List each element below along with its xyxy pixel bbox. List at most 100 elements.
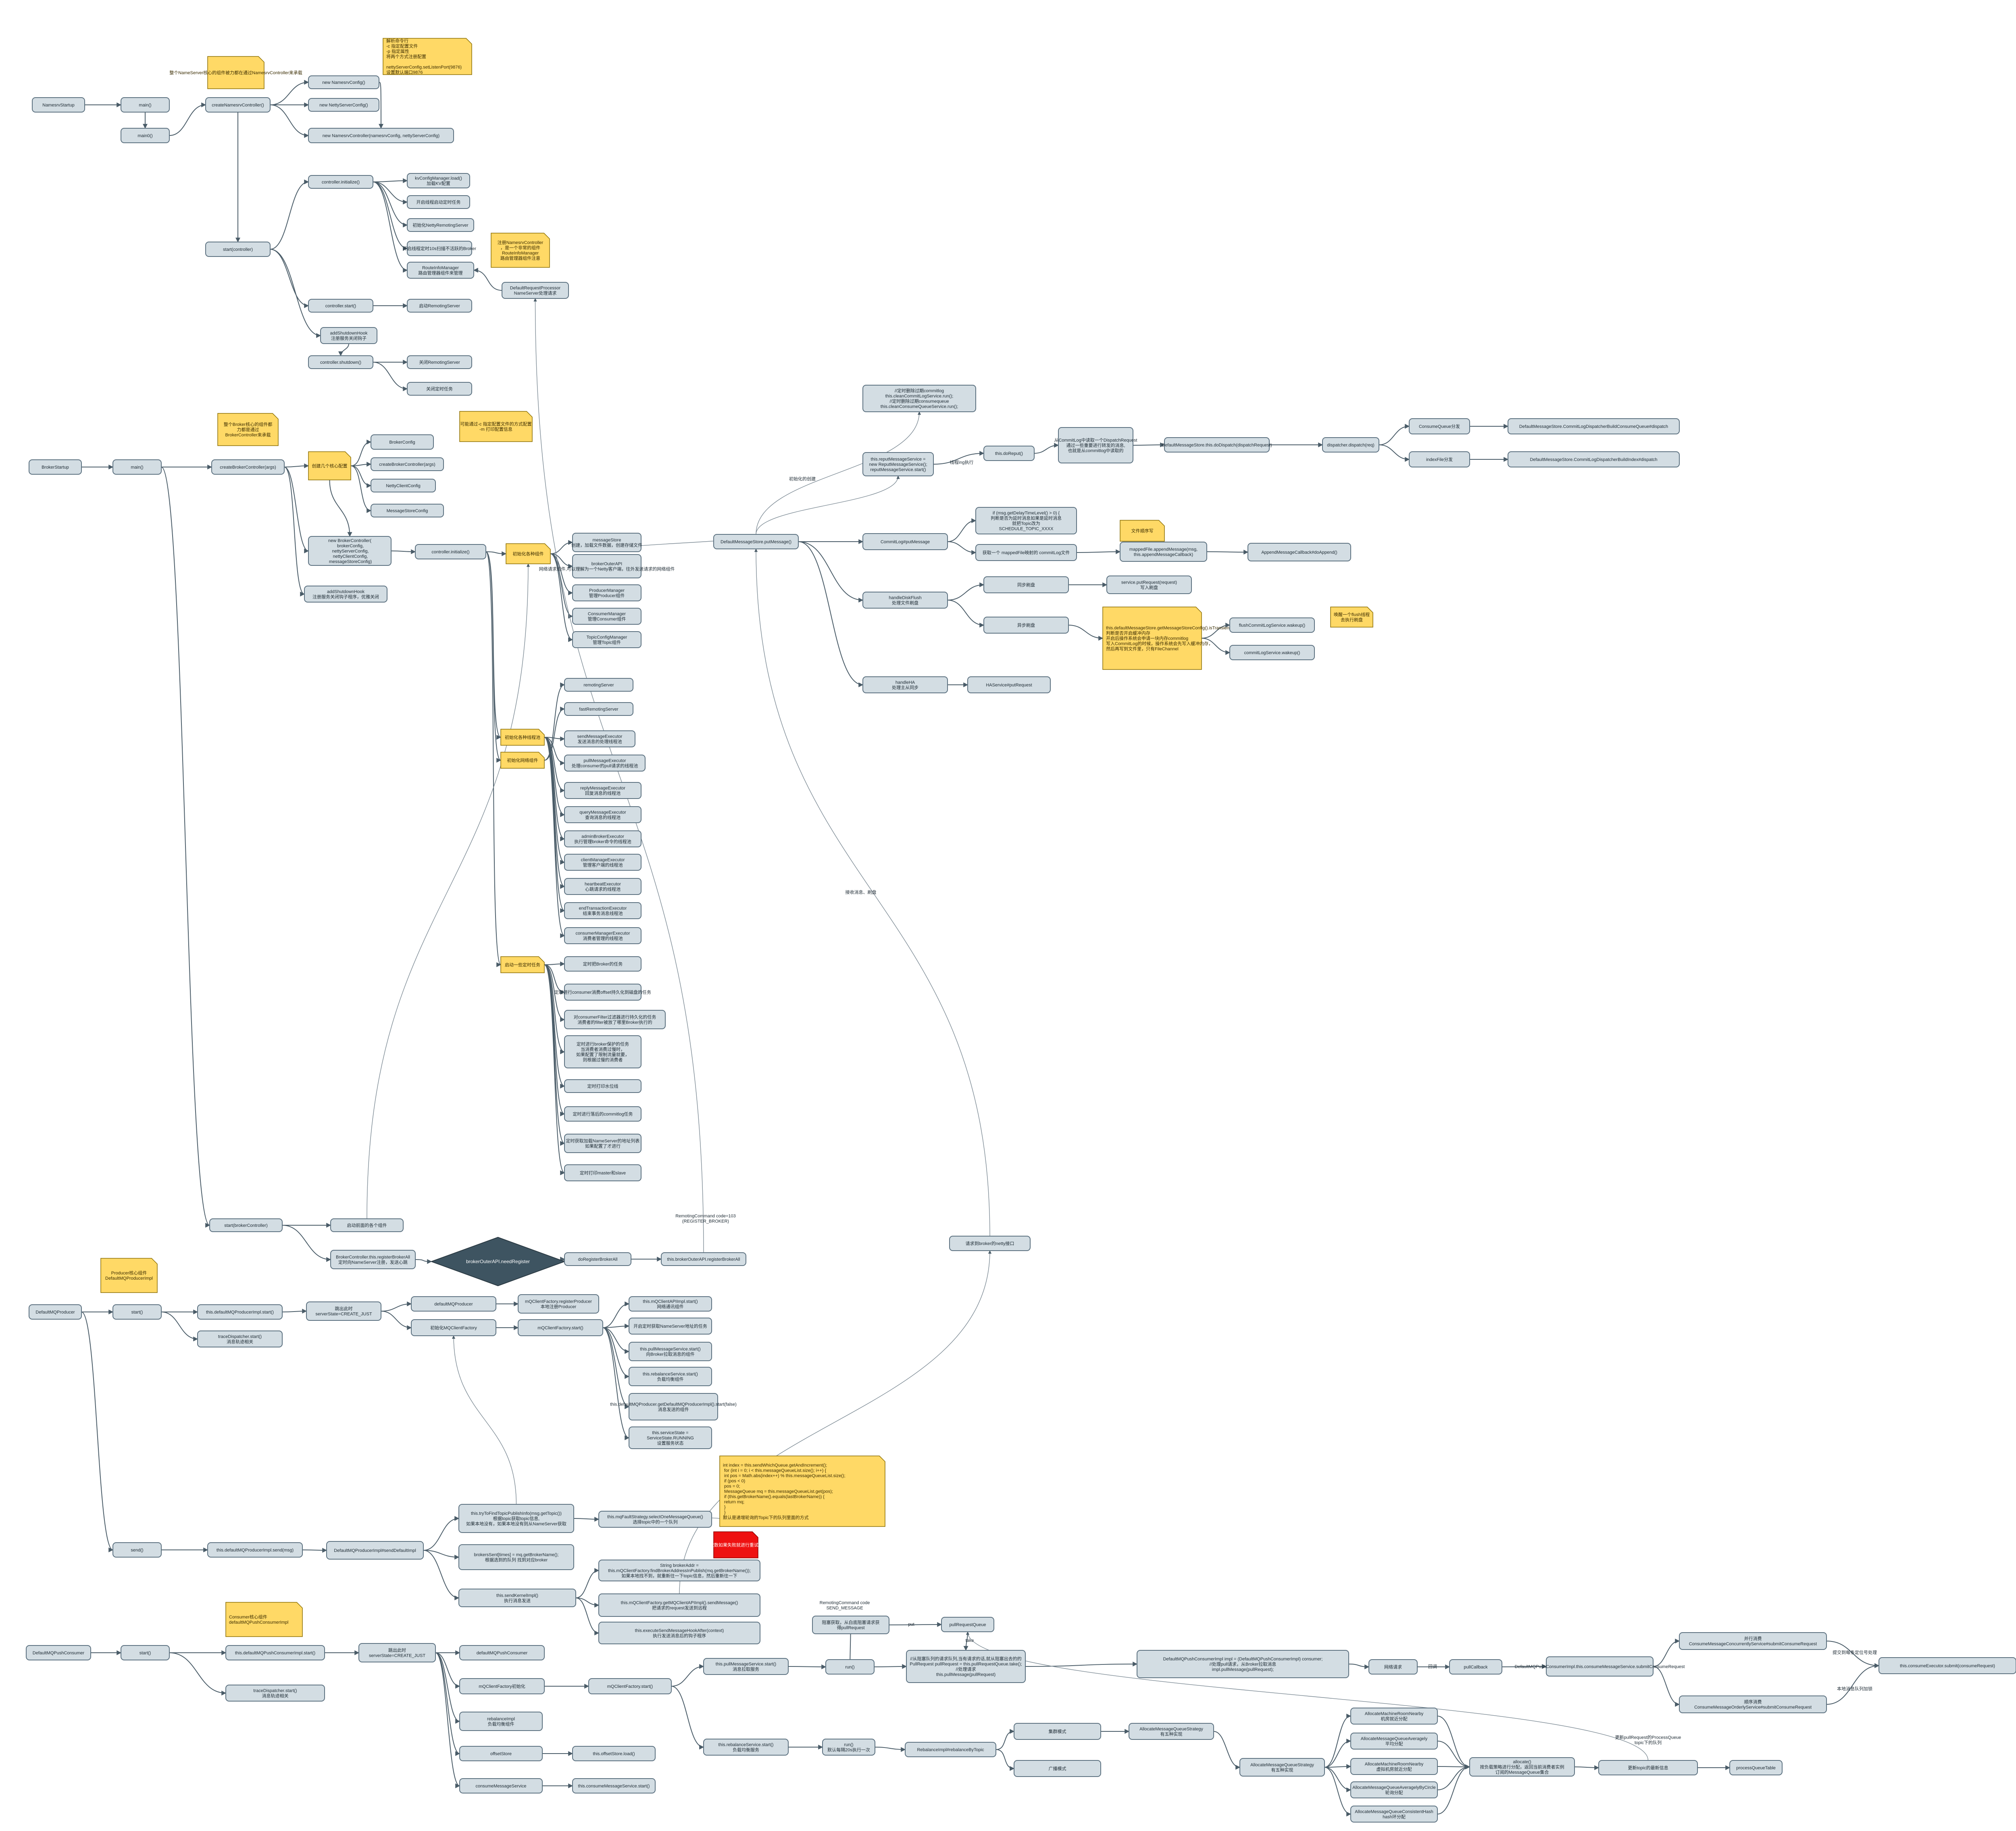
node-co-prq[interactable]: pullRequestQueue — [941, 1617, 994, 1632]
node-br-startb[interactable]: start(brokerController) — [209, 1218, 283, 1232]
node-ns-startup[interactable]: NamesrvStartup — [32, 97, 85, 113]
node-pr-api[interactable]: this.mQClientAPIImpl.start()网络通讯组件 — [629, 1296, 712, 1312]
node-br-t6[interactable]: 定时进行落后的commitlog任务 — [564, 1106, 641, 1122]
node-br-ncc[interactable]: NettyClientConfig — [371, 479, 436, 492]
node-pr-hook[interactable]: this.executeSendMessageHookAfter(context… — [598, 1622, 760, 1644]
node-co-rebal-start[interactable]: this.rebalanceService.start()负载均衡服务 — [703, 1739, 789, 1756]
node-pr-cstart[interactable]: mQClientFactory.start() — [518, 1319, 603, 1336]
node-st-commit-wake[interactable]: commitLogService.wakeup() — [1229, 645, 1315, 660]
node-ns-note1[interactable]: 整个NameServer核心的组件被力都在通过NamesrvController… — [169, 56, 302, 89]
node-br-t1[interactable]: 定时把Broker的任务 — [564, 956, 641, 972]
node-pr-send-impl[interactable]: this.defaultMQProducerImpl.send(msg) — [207, 1542, 303, 1558]
node-ns-ctrl-new[interactable]: new NamesrvController(namesrvConfig, net… — [308, 128, 454, 143]
node-co-pullstart[interactable]: this.pullMessageService.start()消息拉取服务 — [703, 1658, 789, 1675]
node-pr-select[interactable]: this.mqFaultStrategy.selectOneMessageQue… — [598, 1511, 712, 1528]
node-br-note2[interactable]: 可能通过-c 指定配置文件的方式配置-m 打印配置信息 — [459, 411, 533, 442]
node-co-rebal-run[interactable]: run()默认每隔20s执行一次 — [822, 1739, 875, 1756]
node-pr-client[interactable]: 初始化MQClientFactory — [411, 1319, 496, 1336]
node-st-async[interactable]: 异步刷盘 — [983, 617, 1069, 634]
node-st-delay[interactable]: if (msg.getDelayTimeLevel() > 0) {判断是否为延… — [975, 507, 1077, 534]
node-ns-main1[interactable]: main() — [121, 97, 170, 113]
node-co-broadcast[interactable]: 广播模式 — [1014, 1760, 1101, 1777]
node-br-frs[interactable]: fastRemotingServer — [564, 702, 633, 716]
node-st-cq[interactable]: ConsumeQueue分发 — [1409, 418, 1470, 434]
node-st-commitlog[interactable]: CommitLog#putMessage — [862, 533, 948, 550]
node-pr-start[interactable]: start() — [112, 1304, 162, 1320]
node-st-wake-note[interactable]: 唤醒一个flush线程去执行刷盘 — [1330, 607, 1373, 628]
node-st-index[interactable]: indexFile分发 — [1409, 451, 1470, 467]
node-co-pullcb[interactable]: pullCallback — [1449, 1659, 1502, 1675]
node-st-sync-req[interactable]: service.putRequest(request)写入刷盘 — [1106, 576, 1192, 594]
node-ns-close-timer[interactable]: 关闭定时任务 — [407, 382, 472, 396]
node-co-impl[interactable]: DefaultMQPushConsumerImpl impl = (Defaul… — [1137, 1650, 1349, 1678]
node-ns-netty[interactable]: new NettyServerConfig() — [308, 98, 379, 112]
node-st-append[interactable]: mappedFile.appendMessage(msg,this.append… — [1120, 542, 1207, 562]
node-ns-create[interactable]: createNamesrvController() — [205, 97, 271, 113]
node-br-bcfg[interactable]: BrokerConfig — [371, 434, 434, 450]
node-st-cq-build[interactable]: DefaultMessageStore.CommitLogDispatcherB… — [1508, 418, 1680, 434]
node-br-t5[interactable]: 定时打印水位线 — [564, 1079, 641, 1093]
node-ns-init[interactable]: controller.initialize() — [308, 175, 373, 189]
node-ns-cfg[interactable]: new NamesrvConfig() — [308, 75, 379, 89]
node-ns-start[interactable]: start(controller) — [205, 242, 271, 257]
node-ns-main0[interactable]: main0() — [121, 128, 170, 143]
node-st-async-note[interactable]: this.defaultMessageStore.getMessageStore… — [1102, 607, 1267, 670]
node-co-netpull[interactable]: 网络请求 — [1368, 1659, 1418, 1675]
node-ns-shutdown[interactable]: controller.shutdown() — [308, 355, 373, 369]
node-pr-send-default[interactable]: DefaultMQProducerImpl#sendDefaultImpl — [326, 1541, 424, 1560]
node-br-pools[interactable]: 初始化各种线程池 — [500, 729, 545, 746]
node-st-index-build[interactable]: DefaultMessageStore.CommitLogDispatcherB… — [1508, 451, 1680, 467]
node-co-offload[interactable]: this.offsetStore.load() — [572, 1746, 656, 1761]
node-br-t4[interactable]: 定时进行broker保护的任务当消费者消费过慢时，如果配置了限制流量就要，则根据… — [564, 1035, 641, 1068]
node-co-trace[interactable]: traceDispatcher.start()消息轨迹相关 — [225, 1685, 325, 1702]
node-st-mapped[interactable]: 获取一个 mappedFile映射的 commitLog文件 — [975, 544, 1077, 561]
node-co-block[interactable]: 阻塞获取，从白底阻塞请求获得pullRequest — [812, 1616, 889, 1634]
node-st-pull[interactable]: DefaultMessageStore.putMessage() — [713, 534, 799, 549]
node-st-nettyrecv[interactable]: 请求到broker的netty接口 — [949, 1236, 1031, 1251]
node-co-offset[interactable]: offsetStore — [459, 1746, 543, 1761]
node-br-cbc[interactable]: createBrokerController(args) — [371, 457, 444, 471]
node-st-reput[interactable]: this.reputMessageService =new ReputMessa… — [862, 452, 934, 476]
node-pr-netsend[interactable]: this.mQClientFactory.getMQClientAPIImpl(… — [598, 1593, 760, 1617]
node-pr-send[interactable]: send() — [112, 1542, 162, 1558]
node-ns-thread[interactable]: 开启线程启动定时任务 — [407, 195, 470, 209]
node-br-main[interactable]: main() — [112, 459, 162, 475]
node-co-run[interactable]: run() — [825, 1659, 875, 1675]
node-co-impl-start[interactable]: this.defaultMQPushConsumerImpl.start() — [225, 1645, 325, 1660]
node-ns-remoting[interactable]: 初始化NettyRemotingServer — [407, 218, 474, 232]
node-co-exec[interactable]: this.consumeExecutor.submit(consumeReque… — [1879, 1657, 2016, 1674]
node-ns-close-rs[interactable]: 关闭RemotingServer — [407, 355, 472, 369]
node-st-write-note[interactable]: 文件顺序写 — [1120, 520, 1165, 542]
node-pr-impl-start[interactable]: this.defaultMQProducerImpl.start() — [197, 1304, 283, 1320]
node-co-rebal-topic[interactable]: RebalanceImpl#rebalanceByTopic — [905, 1742, 996, 1757]
node-br-t2[interactable]: 定时进行consumer消费offset持久化到磁盘的任务 — [554, 984, 651, 1001]
node-br-init[interactable]: controller.initialize() — [415, 544, 486, 559]
node-ns-rs-start[interactable]: 启动RemotingServer — [407, 299, 472, 313]
node-ns-kv[interactable]: kvConfigManager.load()加载KV配置 — [407, 173, 470, 188]
